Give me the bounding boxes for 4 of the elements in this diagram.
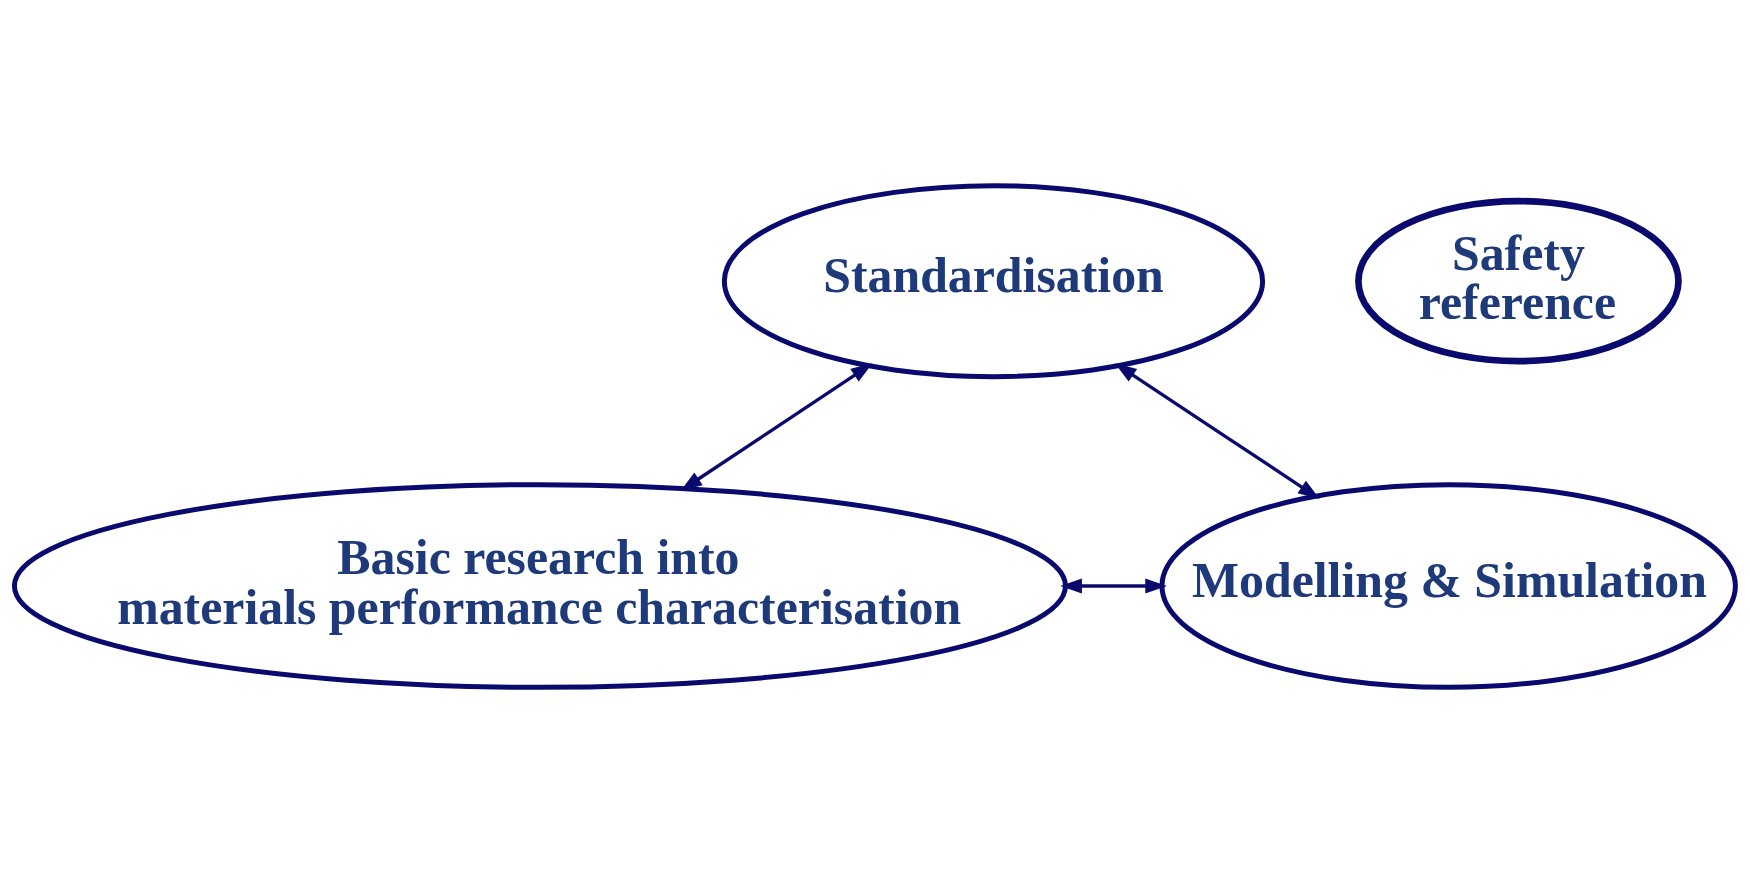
arrow — [1060, 577, 1167, 594]
node-ellipse: Safety reference — [1355, 197, 1682, 364]
node-ellipse: Basic research into materials performance characterisation — [11, 481, 1068, 690]
arrow — [1114, 362, 1320, 499]
